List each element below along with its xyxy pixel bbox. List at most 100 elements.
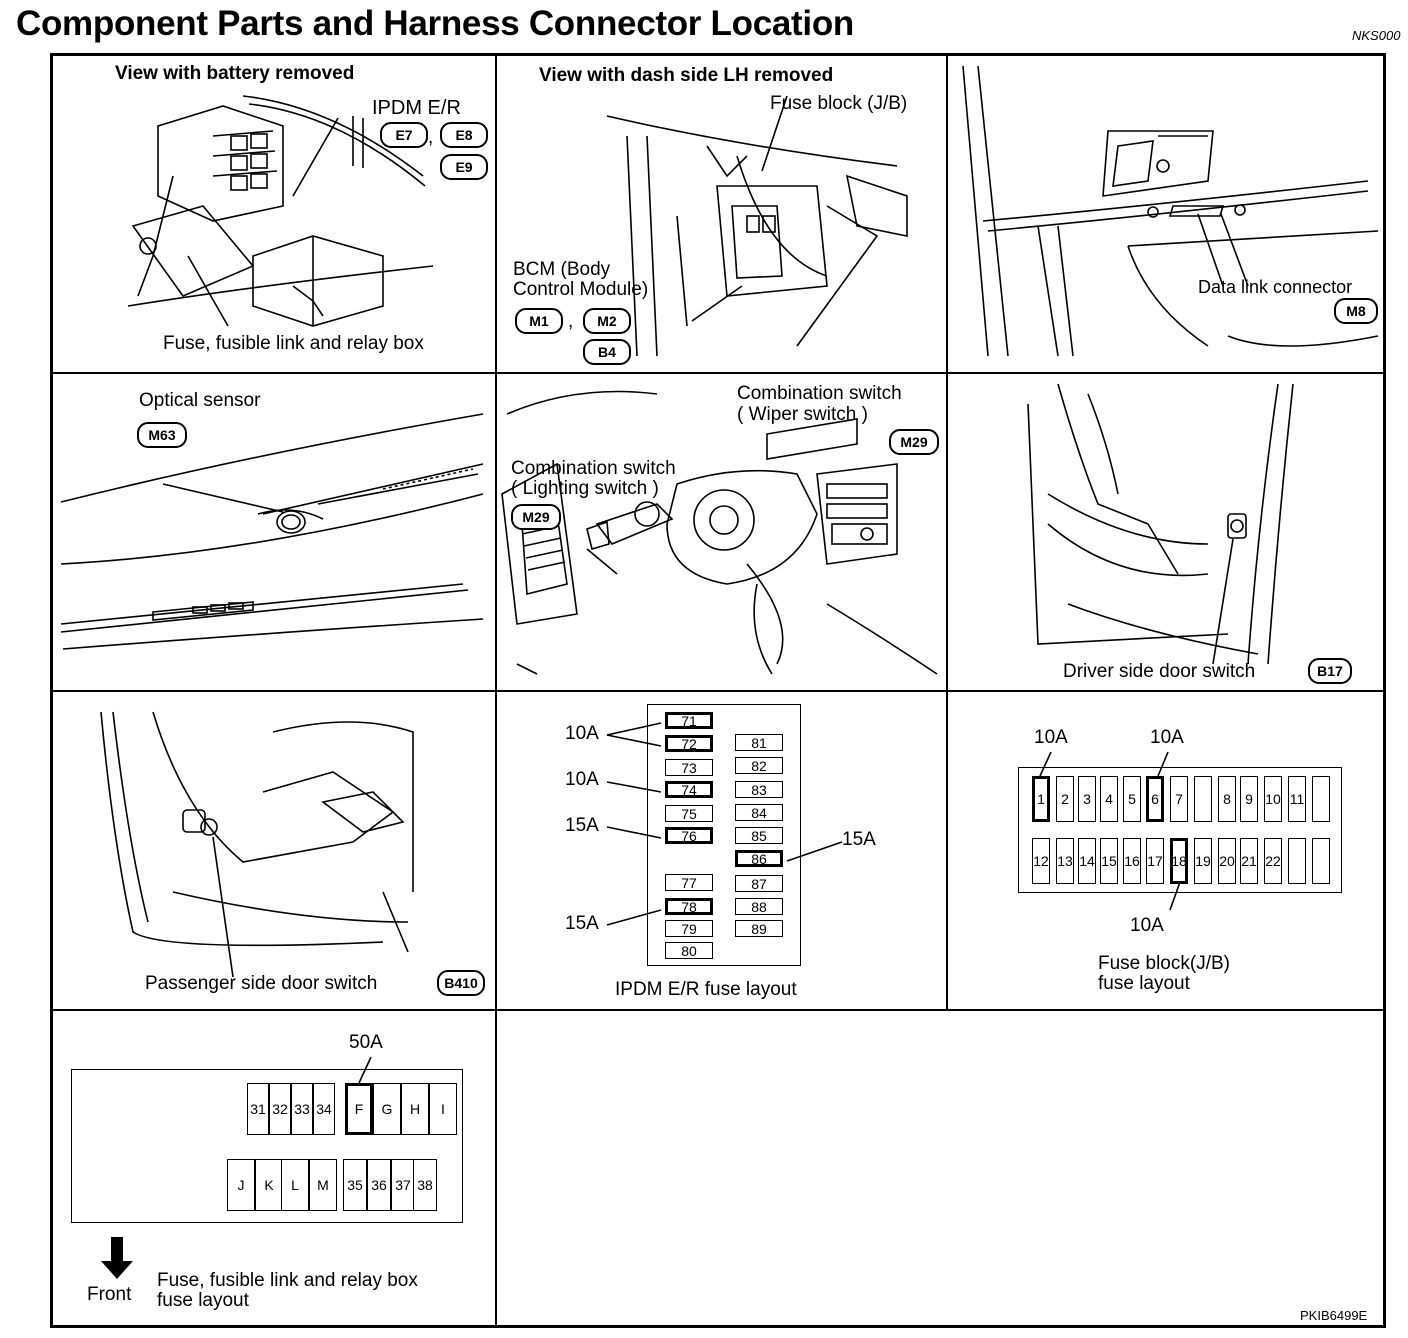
fuse-18: 18 (1170, 838, 1188, 884)
engine-bay-illustration (127, 95, 434, 327)
fuse-85: 85 (735, 827, 783, 844)
fuse-16: 16 (1123, 838, 1141, 884)
fuse-6: 6 (1146, 776, 1164, 822)
fuse-80: 80 (665, 942, 713, 959)
fuse-10: 10 (1264, 776, 1282, 822)
panel-data-link: Data link connector M8 (948, 56, 1383, 372)
ipdm-label: IPDM E/R (372, 97, 461, 119)
fuse-22: 22 (1264, 838, 1282, 884)
amp-label-10a: 10A (565, 769, 599, 790)
fuse-3: 3 (1078, 776, 1096, 822)
fuse-81: 81 (735, 734, 783, 751)
fuse-slot-empty (1312, 776, 1330, 822)
fuse-87: 87 (735, 875, 783, 892)
connector-b410: B410 (437, 970, 485, 996)
fuse-36: 36 (367, 1159, 391, 1211)
figure-code: PKIB6499E (1300, 1308, 1368, 1323)
fuse-73: 73 (665, 759, 713, 776)
panel-driver-door: Driver side door switch B17 (948, 374, 1383, 690)
amp-label-10a: 10A (1130, 915, 1164, 936)
relay-box-caption-line2: fuse layout (157, 1290, 249, 1311)
panel-relay-box-fuse-layout: 50A Front Fuse, fusible link and relay b… (53, 1011, 495, 1325)
wiper-switch-label-line2: ( Wiper switch ) (737, 404, 868, 425)
lighting-switch-label-line1: Combination switch (511, 458, 676, 479)
connector-m29-wiper: M29 (889, 429, 939, 455)
connector-e9: E9 (440, 154, 488, 180)
driver-door-label: Driver side door switch (1063, 661, 1256, 682)
fuse-7: 7 (1170, 776, 1188, 822)
lighting-switch-label-line2: ( Lighting switch ) (511, 478, 659, 499)
fuse-15: 15 (1100, 838, 1118, 884)
fuse-82: 82 (735, 757, 783, 774)
fuse-75: 75 (665, 805, 713, 822)
relay-box-caption-line1: Fuse, fusible link and relay box (157, 1270, 418, 1291)
fuse-38: 38 (413, 1159, 437, 1211)
amp-label-10a: 10A (1150, 727, 1184, 748)
amp-label-15a: 15A (565, 913, 599, 934)
comma: , (428, 127, 434, 148)
dash-illustration (606, 95, 908, 357)
fuse-20: 20 (1218, 838, 1236, 884)
fuse-2: 2 (1056, 776, 1074, 822)
panel-optical-sensor: Optical sensor M63 (53, 374, 495, 690)
amp-label-15a: 15A (842, 829, 876, 850)
fuse-71: 71 (665, 712, 713, 729)
relay-box-outline (71, 1069, 463, 1223)
connector-m1: M1 (515, 308, 563, 334)
fuse-86: 86 (735, 850, 783, 867)
connector-b4: B4 (583, 339, 631, 365)
fuse-h: H (401, 1083, 429, 1135)
fuse-72: 72 (665, 735, 713, 752)
fuse-m: M (309, 1159, 337, 1211)
fuse-i: I (429, 1083, 457, 1135)
ipdm-fuse-caption: IPDM E/R fuse layout (615, 979, 797, 1000)
fuse-1: 1 (1032, 776, 1050, 822)
fuse-k: K (255, 1159, 283, 1211)
fuse-33: 33 (291, 1083, 313, 1135)
connector-e8: E8 (440, 122, 488, 148)
document-code: NKS000 (1352, 28, 1401, 43)
amp-label-10a: 10A (565, 723, 599, 744)
fuse-9: 9 (1240, 776, 1258, 822)
fuse-12: 12 (1032, 838, 1050, 884)
fuse-34: 34 (313, 1083, 335, 1135)
panel-dash-removed: View with dash side LH removed Fuse bloc… (497, 56, 946, 372)
wiper-switch-label-line1: Combination switch (737, 383, 902, 404)
fuse-88: 88 (735, 898, 783, 915)
fuse-89: 89 (735, 920, 783, 937)
bcm-label-line2: Control Module) (513, 279, 649, 300)
fuse-j: J (227, 1159, 255, 1211)
fuse-74: 74 (665, 781, 713, 798)
divider (53, 690, 1383, 692)
amp-label-15a: 15A (565, 815, 599, 836)
amp-label-50a: 50A (349, 1032, 383, 1053)
dlc-label: Data link connector (1198, 277, 1353, 297)
fuse-f: F (345, 1083, 373, 1135)
fuse-19: 19 (1194, 838, 1212, 884)
panel-jb-fuse-layout: 10A 10A 10A Fuse block(J/B) fuse layout … (948, 692, 1383, 1009)
fuse-78: 78 (665, 898, 713, 915)
comma: , (568, 311, 574, 332)
connector-m2: M2 (583, 308, 631, 334)
panel-heading: View with battery removed (115, 63, 355, 84)
dlc-illustration (962, 65, 1379, 357)
panel-heading: View with dash side LH removed (539, 65, 834, 86)
fuse-83: 83 (735, 781, 783, 798)
fuse-17: 17 (1146, 838, 1164, 884)
passenger-door-illustration (100, 711, 414, 978)
steering-column-illustration (501, 390, 938, 675)
fuse-77: 77 (665, 874, 713, 891)
fuse-84: 84 (735, 804, 783, 821)
fuse-l: L (281, 1159, 309, 1211)
fuse-37: 37 (391, 1159, 415, 1211)
fuse-11: 11 (1288, 776, 1306, 822)
panel-combination-switch: Combination switch ( Wiper switch ) M29 … (497, 374, 946, 690)
jb-fuse-caption-line2: fuse layout (1098, 973, 1190, 994)
connector-m8: M8 (1334, 298, 1378, 324)
driver-door-illustration (1027, 383, 1294, 665)
page-title: Component Parts and Harness Connector Lo… (16, 4, 854, 43)
fuse-21: 21 (1240, 838, 1258, 884)
fuse-g: G (373, 1083, 401, 1135)
optical-sensor-label: Optical sensor (139, 390, 261, 411)
fuse-79: 79 (665, 920, 713, 937)
